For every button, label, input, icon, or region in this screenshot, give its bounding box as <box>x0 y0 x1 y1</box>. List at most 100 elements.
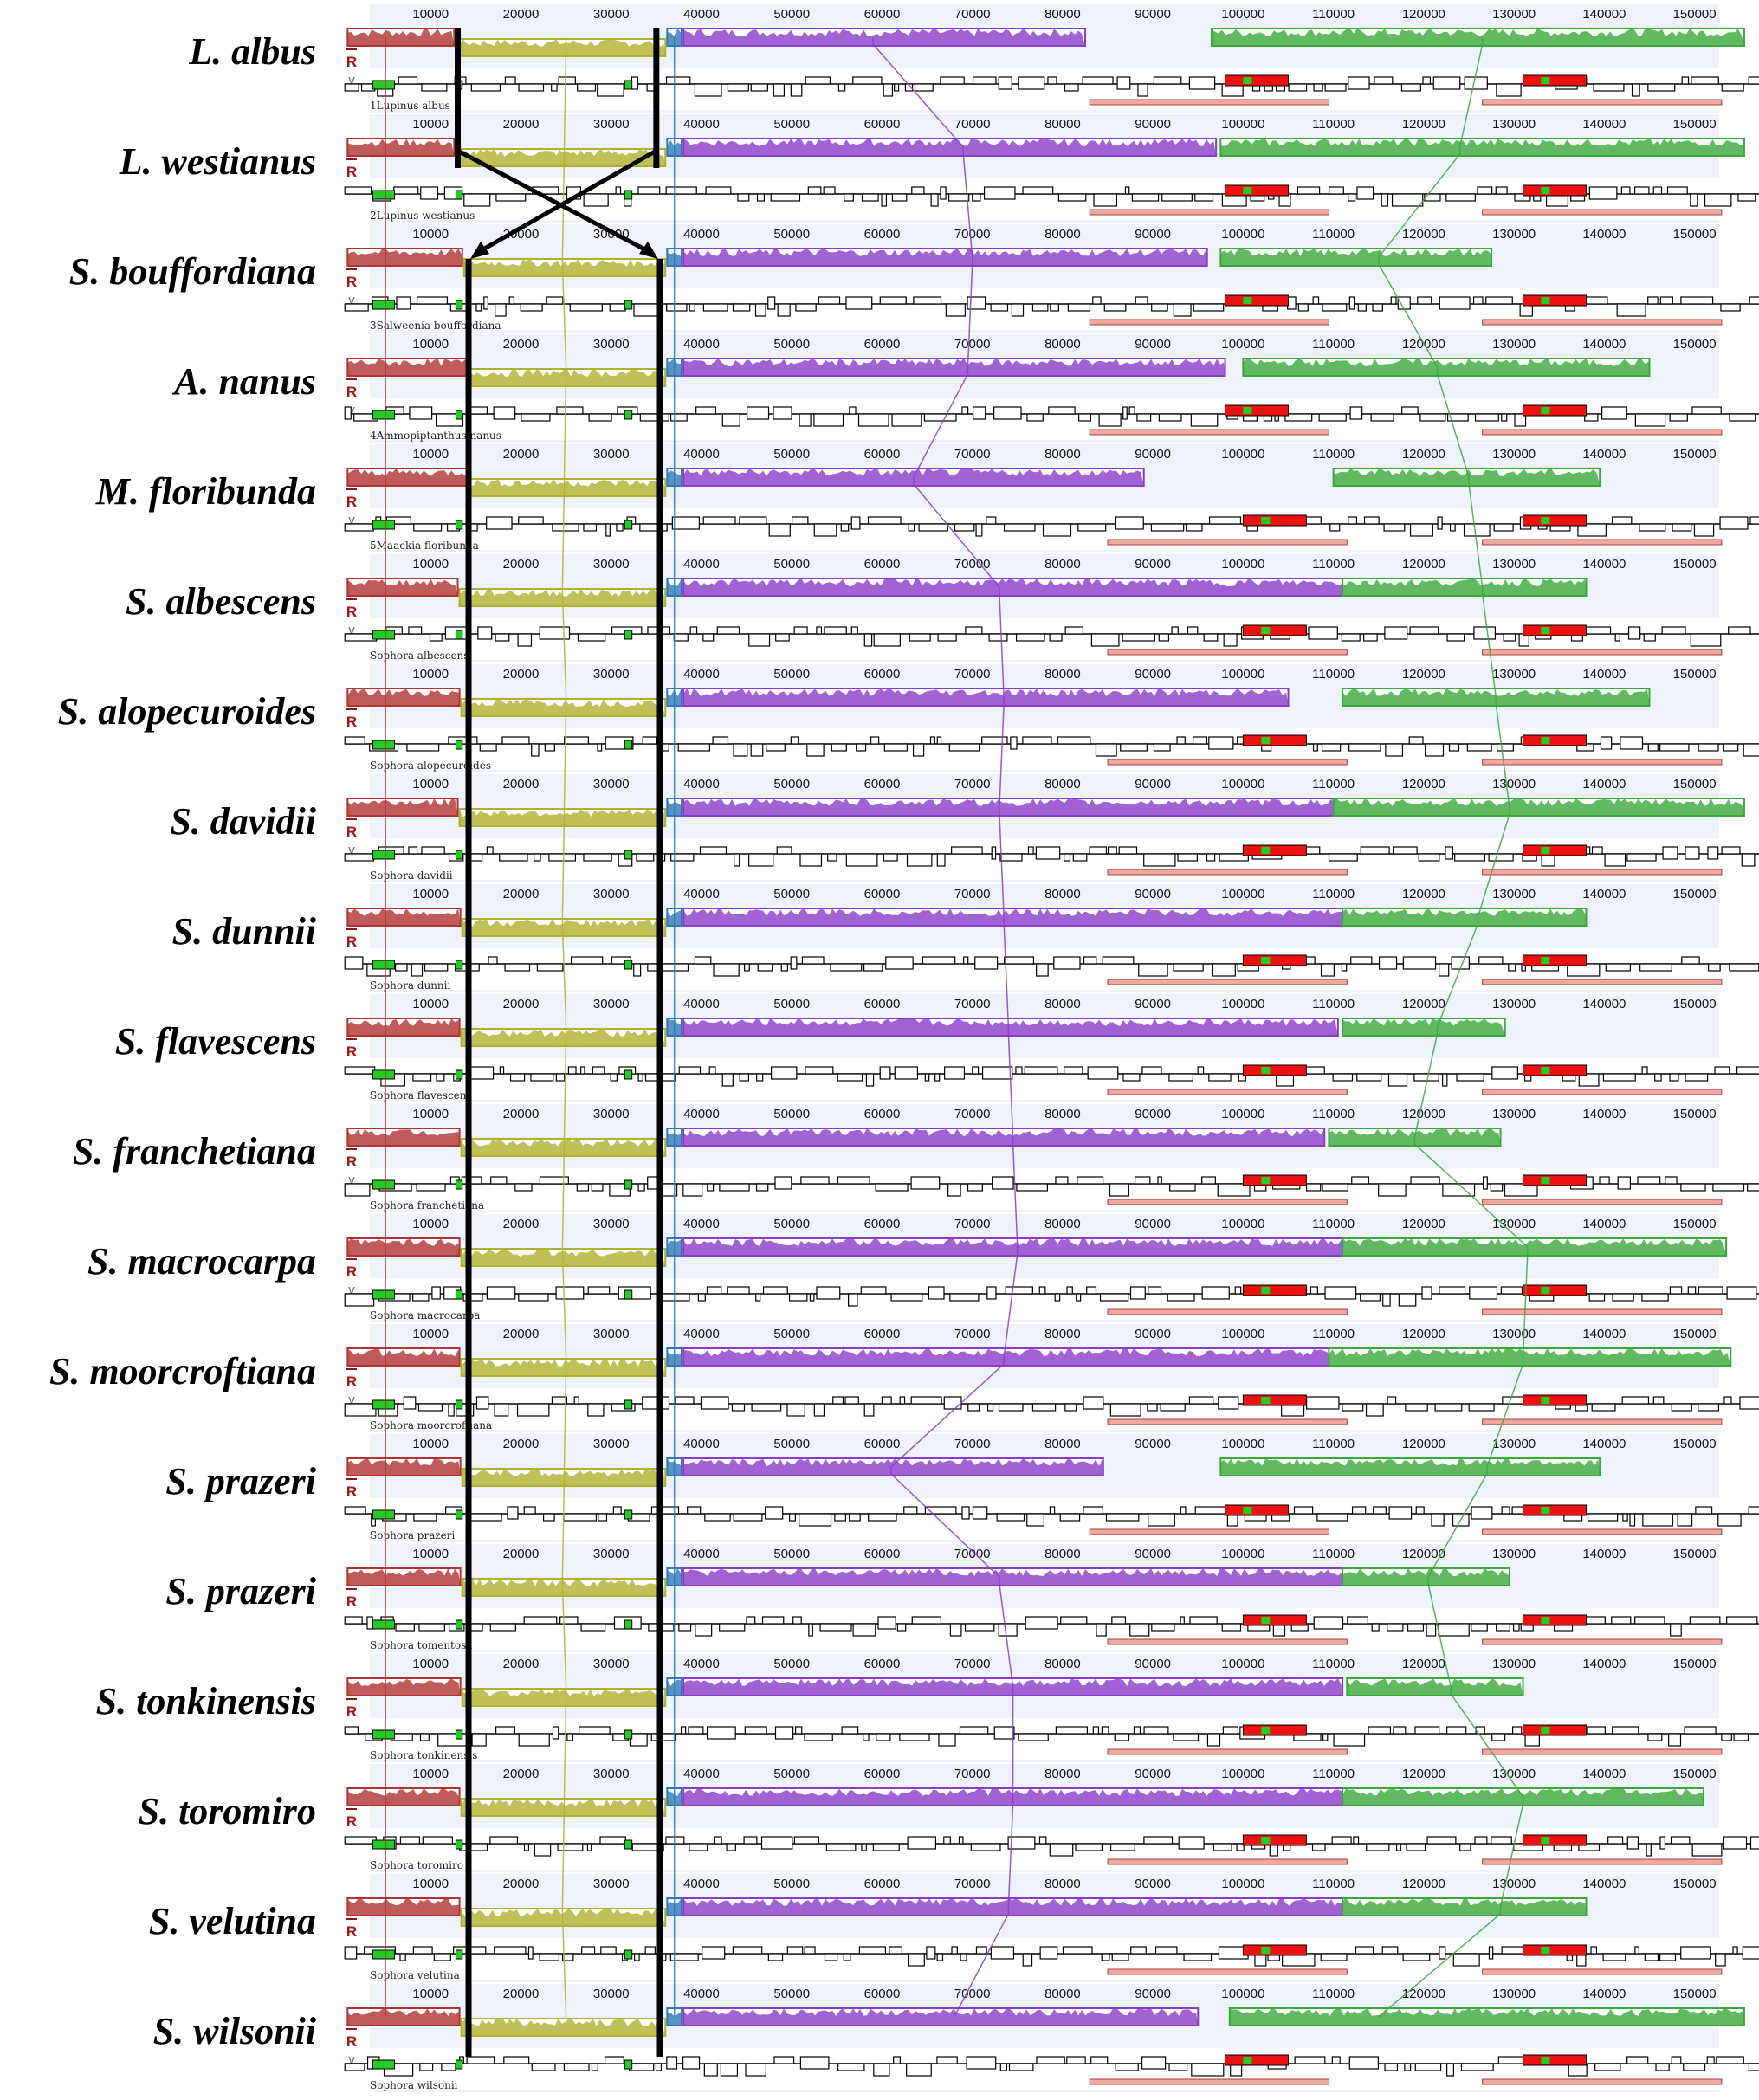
gene-box <box>1026 413 1044 422</box>
ruler-tick-label: 90000 <box>1135 1877 1171 1891</box>
ruler-tick-label: 80000 <box>1044 227 1081 242</box>
ruler-tick-label: 30000 <box>593 1987 630 2001</box>
reverse-button[interactable]: R <box>346 384 357 400</box>
gene-box <box>393 186 419 195</box>
reverse-button[interactable]: R <box>346 1703 357 1720</box>
gene-box <box>1167 1293 1195 1302</box>
gene-box <box>1680 1183 1706 1192</box>
reverse-button[interactable]: R <box>346 1923 357 1940</box>
reverse-button[interactable]: R <box>346 1593 357 1610</box>
gene-box <box>964 1623 995 1632</box>
trna-marker <box>624 740 633 750</box>
gene-box <box>1018 1733 1049 1741</box>
gene-box <box>943 1836 951 1845</box>
ruler-tick-label: 20000 <box>503 117 540 132</box>
reverse-button[interactable]: R <box>346 934 357 950</box>
gene-box <box>972 1066 980 1075</box>
gene-box <box>399 1953 406 1961</box>
trna-marker <box>1243 297 1252 304</box>
gene-box <box>1691 76 1719 85</box>
gene-box <box>486 846 494 855</box>
gene-box <box>597 83 624 97</box>
move-down-icon[interactable]: v <box>348 843 355 857</box>
gene-box <box>469 1513 502 1522</box>
gene-box <box>868 1513 897 1522</box>
reverse-button[interactable]: R <box>346 1373 357 1390</box>
ruler-tick-label: 110000 <box>1312 1107 1355 1121</box>
gene-box <box>745 2063 766 2077</box>
reverse-button[interactable]: R <box>346 714 357 730</box>
gene-box <box>1095 743 1117 757</box>
gene-box <box>673 633 689 642</box>
gene-box <box>1588 186 1618 200</box>
gene-box <box>912 743 925 757</box>
trna-marker <box>455 520 463 530</box>
ruler-tick-label: 70000 <box>954 1767 991 1781</box>
gene-box <box>1512 1623 1520 1632</box>
gene-box <box>990 303 1009 312</box>
gene-box <box>944 1066 966 1080</box>
move-down-icon[interactable]: v <box>348 623 355 637</box>
move-down-icon[interactable]: v <box>348 1283 355 1297</box>
ruler-tick-label: 100000 <box>1221 1217 1264 1231</box>
gene-box <box>678 1066 702 1075</box>
move-down-icon[interactable]: v <box>348 293 355 307</box>
ruler-tick-label: 30000 <box>593 117 630 132</box>
rrna-cluster <box>1523 1724 1588 1736</box>
reverse-button[interactable]: R <box>346 54 357 70</box>
ruler-tick-label: 110000 <box>1312 447 1355 462</box>
gene-box <box>1072 853 1088 862</box>
gene-box <box>1629 1513 1636 1527</box>
ruler-tick-label: 110000 <box>1312 117 1355 132</box>
genome-name-footer: 2Lupinus westianus <box>370 210 475 222</box>
inverted-repeat-bar <box>1482 1418 1723 1425</box>
move-down-icon[interactable]: v <box>348 403 355 417</box>
gene-box <box>731 1403 746 1412</box>
gene-box <box>770 1066 798 1080</box>
move-down-icon[interactable]: v <box>348 2052 355 2067</box>
ruler-tick-label: 70000 <box>954 447 991 462</box>
move-down-icon[interactable]: v <box>348 1392 355 1407</box>
move-down-icon[interactable]: v <box>348 1173 355 1187</box>
gene-box <box>908 1953 925 1967</box>
ruler-tick-label: 70000 <box>954 1657 991 1671</box>
gene-box <box>885 956 914 970</box>
reverse-button[interactable]: R <box>346 494 357 510</box>
reverse-button[interactable]: R <box>346 274 357 290</box>
trna-marker <box>455 1839 463 1850</box>
move-down-icon[interactable]: v <box>348 513 355 527</box>
gene-box <box>689 303 695 312</box>
reverse-button[interactable]: R <box>346 1813 357 1830</box>
gene-box <box>996 1513 1025 1522</box>
trna-marker <box>455 1619 463 1630</box>
gene-box <box>517 633 533 647</box>
reverse-button[interactable]: R <box>346 1483 357 1500</box>
reverse-button[interactable]: R <box>346 824 357 840</box>
similarity-profile <box>347 688 460 706</box>
reverse-button[interactable]: R <box>346 1044 357 1060</box>
gene-box <box>1706 2056 1715 2064</box>
reverse-button[interactable]: R <box>346 1153 357 1170</box>
ruler-tick-label: 50000 <box>773 887 810 901</box>
gene-box <box>1372 303 1383 312</box>
reverse-button[interactable]: R <box>346 1263 357 1280</box>
reverse-button[interactable]: R <box>346 604 357 620</box>
reverse-button[interactable]: R <box>346 2033 357 2050</box>
gene-box <box>1448 743 1460 752</box>
move-down-icon[interactable]: v <box>348 73 355 87</box>
gene-box <box>489 1836 519 1845</box>
gene-box <box>1726 1286 1757 1300</box>
reverse-button[interactable]: R <box>346 164 357 180</box>
ruler-tick-label: 150000 <box>1673 1767 1717 1781</box>
gene-box <box>1471 1623 1488 1632</box>
gene-box <box>403 1396 417 1410</box>
gene-box <box>1060 1616 1088 1625</box>
ruler-tick-label: 150000 <box>1673 447 1717 462</box>
ruler-tick-label: 40000 <box>683 1877 720 1891</box>
gene-box <box>448 736 478 745</box>
gene-box <box>1348 2056 1379 2070</box>
ruler-tick-label: 120000 <box>1402 447 1445 462</box>
